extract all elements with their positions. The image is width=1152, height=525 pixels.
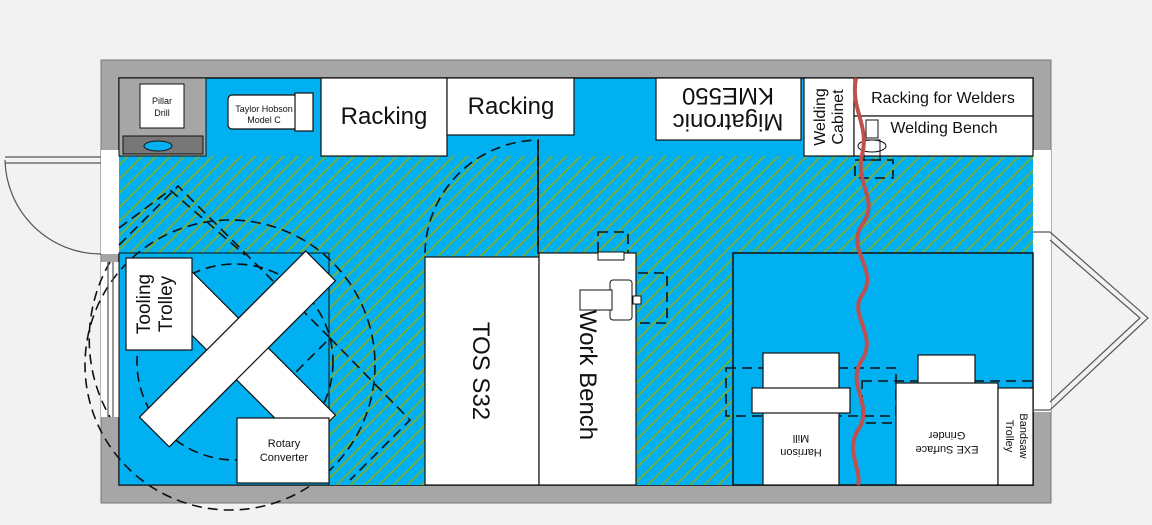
right-door-opening — [1033, 150, 1051, 412]
exe-label-1: EXE Surface — [916, 443, 979, 455]
lathe-cross — [138, 250, 337, 448]
left-door — [4, 156, 102, 255]
racking-welders-label: Racking for Welders — [871, 90, 1015, 107]
rotary-converter-label-2: Converter — [260, 452, 309, 464]
welding-cable — [851, 77, 871, 486]
exe-label-2: Grinder — [928, 429, 965, 441]
bandsaw-trolley: Bandsaw Trolley — [997, 387, 1034, 486]
racking-2-label: Racking — [468, 93, 555, 120]
harrison-mill: Harrison Mill — [751, 352, 851, 486]
left-lower-door — [88, 261, 114, 418]
migatronic-welder: Migatronic KME550 — [655, 77, 802, 141]
migatronic-label-2: KME550 — [682, 82, 774, 109]
welding-cabinet: Welding Cabinet — [803, 77, 855, 157]
racking-2: Racking — [446, 77, 575, 136]
tos-label: TOS S32 — [467, 322, 494, 420]
rotary-converter-label-1: Rotary — [268, 438, 301, 450]
work-bench: Work Bench — [538, 251, 642, 486]
tooling-trolley-label-2: Trolley — [156, 275, 177, 332]
right-door — [1033, 231, 1149, 411]
harrison-label-1: Harrison — [780, 446, 822, 458]
taylor-hobson-machine: Taylor Hobson Model C — [227, 92, 314, 132]
racking-1: Racking — [320, 77, 448, 157]
tooling-trolley-label-1: Tooling — [134, 274, 155, 334]
left-lower-opening — [101, 262, 119, 417]
bandsaw-label-2: Trolley — [1003, 420, 1015, 453]
welding-bench: Welding Bench — [853, 115, 1034, 161]
welding-bench-label: Welding Bench — [890, 120, 997, 137]
migatronic-label-1: Migatronic — [673, 108, 784, 135]
racking-1-label: Racking — [341, 103, 428, 130]
welding-cabinet-label-2: Cabinet — [830, 89, 847, 145]
racking-for-welders: Racking for Welders — [853, 77, 1034, 117]
rotary-converter: Rotary Converter — [236, 417, 330, 484]
bandsaw-label-1: Bandsaw — [1017, 413, 1029, 458]
welding-cabinet-label-1: Welding — [812, 88, 829, 146]
pillar-drill: Pillar Drill — [118, 77, 207, 157]
taylor-hobson-label-2: Model C — [247, 115, 281, 125]
harrison-label-2: Mill — [793, 432, 810, 444]
left-door-opening — [101, 150, 119, 254]
tooling-trolley: Tooling Trolley — [125, 257, 193, 351]
tos-lathe: TOS S32 — [424, 256, 540, 486]
taylor-hobson-label-1: Taylor Hobson — [235, 104, 293, 114]
pillar-drill-label-1: Pillar — [152, 96, 172, 106]
work-bench-label: Work Bench — [574, 310, 601, 440]
pillar-drill-label-2: Drill — [154, 108, 170, 118]
